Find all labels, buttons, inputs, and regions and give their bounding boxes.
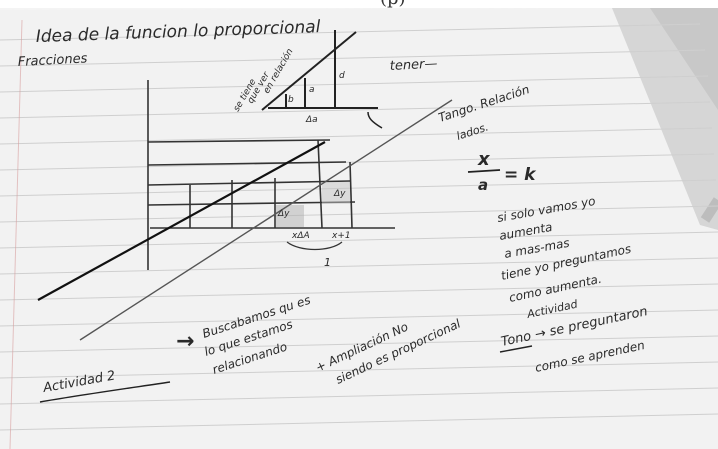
grid-label-da: Δy [277, 209, 290, 219]
proportional-line [37, 141, 326, 301]
grid-brace [286, 241, 343, 251]
shaded-cell [276, 205, 304, 227]
formula-fraction-bar [467, 169, 501, 173]
grid-label-x1: x+1 [331, 231, 351, 241]
triangle-label-a: a [309, 85, 315, 95]
triangle-label-da: Δa [305, 115, 318, 125]
cropped-header-text: (p) [380, 0, 406, 9]
triangle-label-d: d [339, 71, 345, 81]
header-extra: tener— [389, 57, 437, 74]
coordinate-grid [147, 80, 395, 270]
grid-label-xa: xΔA [291, 231, 310, 241]
margin-line [9, 19, 23, 449]
right-note-underline [499, 345, 533, 353]
grid-label-dy: Δy [333, 189, 346, 199]
formula-denominator: a [478, 176, 488, 194]
left-note-arrow: → [176, 329, 194, 354]
annotation-arrow [367, 111, 383, 129]
formula-numerator: x [477, 149, 491, 170]
table-shadow [650, 8, 718, 110]
formula-k: = k [504, 165, 537, 185]
header-subtitle: Fracciones [17, 51, 88, 70]
diagonal-line [79, 99, 453, 341]
pen-tip [700, 197, 718, 223]
grid-label-one: 1 [324, 256, 331, 269]
triangle-diagram [261, 30, 378, 111]
ruled-lines [0, 23, 718, 431]
shaded-cell [322, 182, 350, 204]
actividad-underline [39, 381, 171, 403]
triangle-label-b: b [288, 95, 294, 105]
page-top-edge: (p) [0, 0, 718, 9]
